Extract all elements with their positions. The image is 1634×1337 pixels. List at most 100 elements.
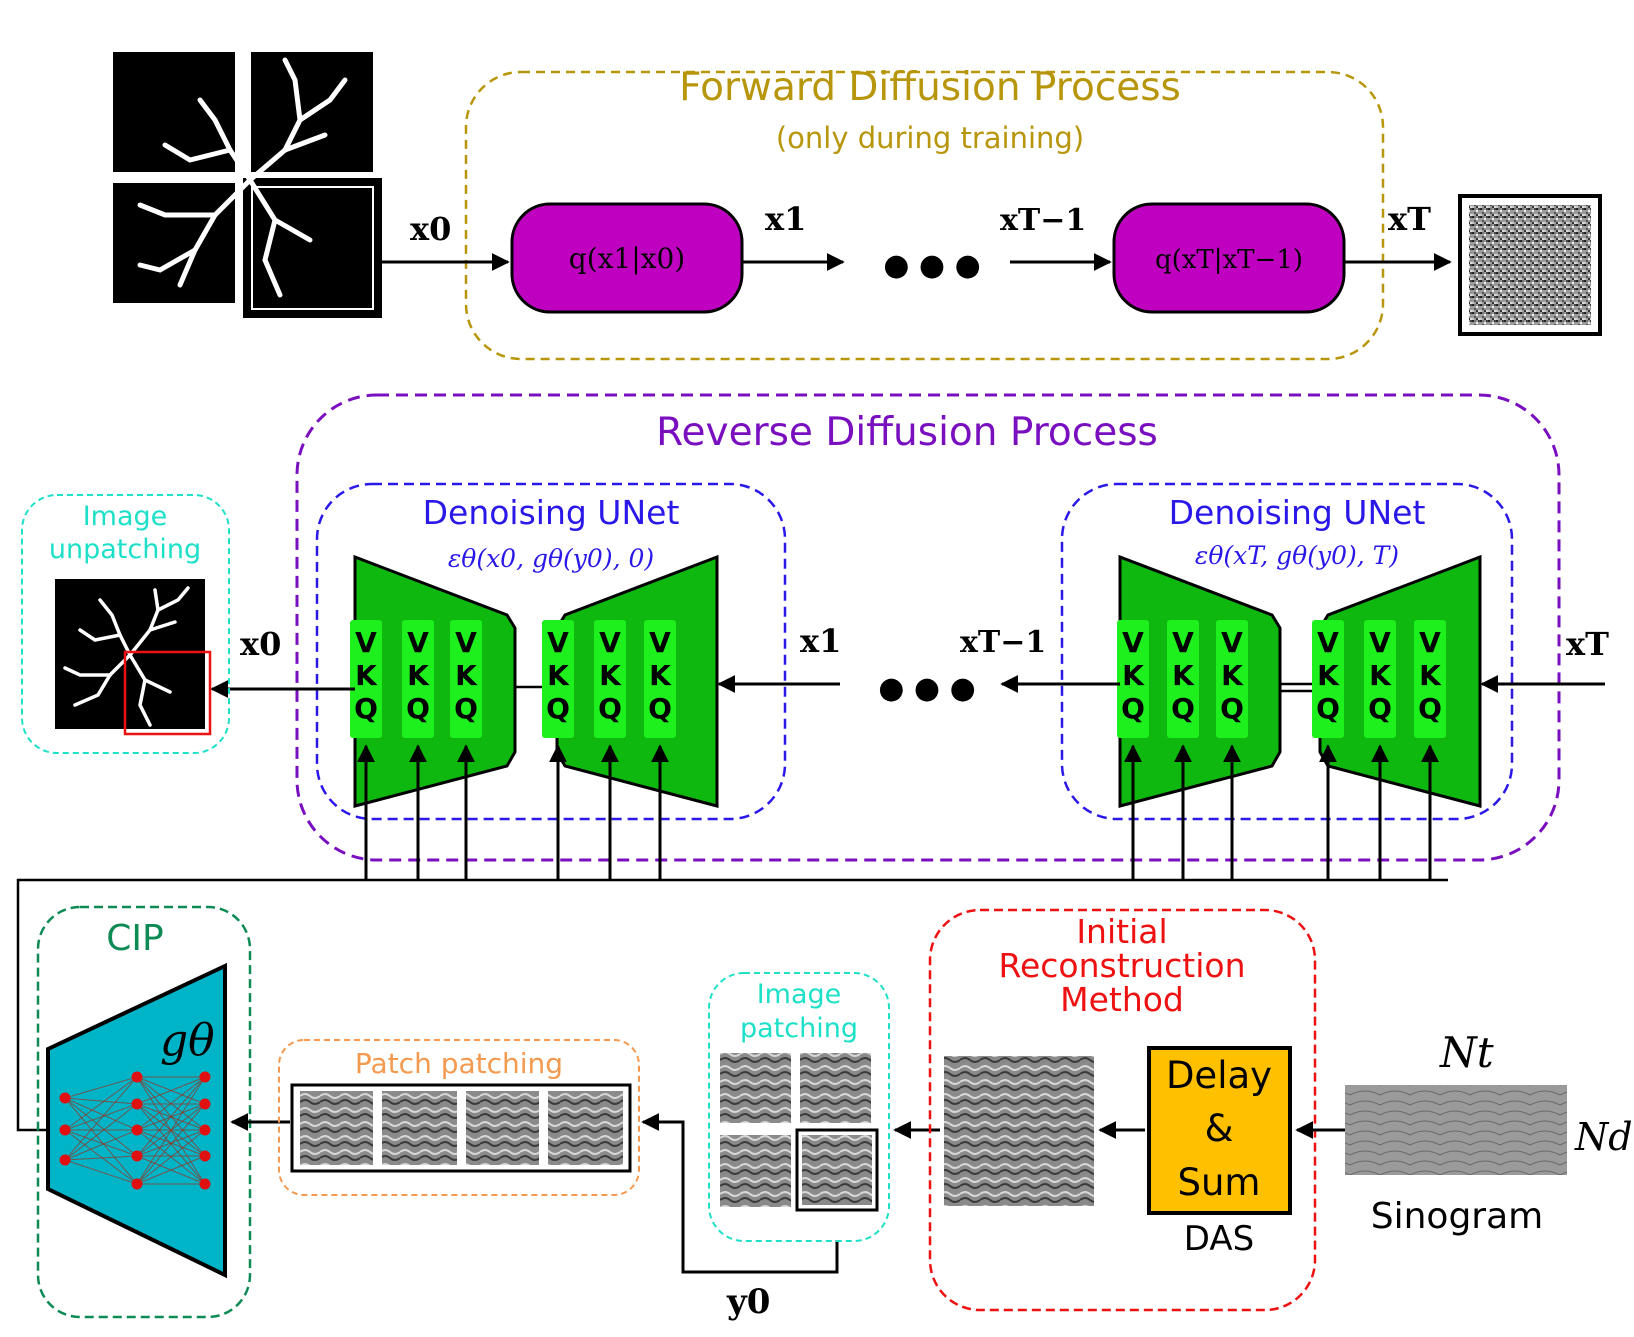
unpatching-label-line1: Image bbox=[83, 501, 168, 532]
das-caption: DAS bbox=[1184, 1219, 1254, 1259]
attention-letter-k: K bbox=[407, 659, 430, 692]
network-node bbox=[199, 1098, 211, 1110]
forward-input-image bbox=[113, 52, 382, 318]
attention-letter-k: K bbox=[547, 659, 570, 692]
network-edge bbox=[136, 1155, 206, 1185]
reverse-xT1-label: xT−1 bbox=[960, 625, 1046, 660]
patch-patching-title: Patch patching bbox=[355, 1047, 563, 1080]
network-node bbox=[199, 1150, 211, 1162]
network-node bbox=[199, 1178, 211, 1190]
cip-container bbox=[36, 905, 252, 1319]
unet-right-formula: εθ(xT, gθ(y0), T) bbox=[1195, 541, 1399, 570]
noise-image bbox=[1458, 194, 1602, 336]
network-edge bbox=[136, 1076, 206, 1131]
recon-image bbox=[944, 1056, 1094, 1206]
patched-image bbox=[720, 1053, 879, 1212]
cip-title: CIP bbox=[106, 918, 163, 959]
network-edge bbox=[64, 1097, 138, 1131]
attention-letter-q: Q bbox=[454, 692, 478, 725]
unpatching-label-line2: unpatching bbox=[49, 534, 201, 565]
y0-label: y0 bbox=[726, 1282, 770, 1322]
network-edge bbox=[64, 1129, 138, 1185]
qT-formula: q(xT|xT−1) bbox=[1155, 245, 1303, 275]
attention-letter-v: V bbox=[1122, 626, 1144, 659]
attention-block: VKQ bbox=[1364, 620, 1396, 738]
attention-letter-q: Q bbox=[1316, 692, 1340, 725]
network-edge bbox=[136, 1129, 206, 1185]
attention-letter-q: Q bbox=[648, 692, 672, 725]
das-line2: & bbox=[1205, 1107, 1234, 1150]
network-node bbox=[199, 1071, 211, 1083]
patch-patching-container bbox=[278, 1039, 640, 1196]
attention-letter-k: K bbox=[1221, 659, 1244, 692]
attention-letter-v: V bbox=[547, 626, 569, 659]
reverse-title: Reverse Diffusion Process bbox=[656, 410, 1158, 455]
attention-block: VKQ bbox=[542, 620, 574, 738]
attention-letter-v: V bbox=[649, 626, 671, 659]
forward-subtitle: (only during training) bbox=[776, 121, 1084, 155]
network-edge bbox=[64, 1103, 138, 1161]
q1-formula: q(x1|x0) bbox=[569, 242, 685, 275]
unet-right-title: Denoising UNet bbox=[1169, 493, 1426, 532]
network-edge bbox=[64, 1129, 138, 1157]
attention-letter-k: K bbox=[455, 659, 478, 692]
attention-letter-k: K bbox=[1369, 659, 1392, 692]
attention-block: VKQ bbox=[1167, 620, 1199, 738]
forward-x1-label: x1 bbox=[765, 200, 806, 238]
unet-right-container bbox=[1060, 482, 1514, 821]
sinogram-nt: Nt bbox=[1439, 1028, 1494, 1077]
cip-encoder bbox=[46, 962, 227, 1279]
network-edge bbox=[64, 1159, 138, 1185]
network-edge bbox=[64, 1097, 138, 1105]
recon-title-line2: Reconstruction bbox=[999, 946, 1246, 985]
attention-letter-k: K bbox=[1317, 659, 1340, 692]
reverse-ellipsis: ● ● ● bbox=[878, 671, 976, 706]
sinogram-image bbox=[1345, 1085, 1567, 1175]
unet-right-encoder bbox=[1118, 554, 1282, 808]
network-edge bbox=[64, 1097, 138, 1157]
unet-left-decoder bbox=[555, 554, 719, 808]
unet-left-container bbox=[315, 482, 787, 821]
network-edge bbox=[136, 1076, 206, 1157]
attention-letter-k: K bbox=[1122, 659, 1145, 692]
attention-letter-q: Q bbox=[598, 692, 622, 725]
forward-ellipsis: ● ● ● bbox=[883, 248, 981, 283]
network-node bbox=[131, 1071, 143, 1083]
attention-letter-k: K bbox=[1419, 659, 1442, 692]
forward-diffusion-container bbox=[464, 70, 1385, 361]
recon-title-line1: Initial bbox=[1076, 912, 1167, 951]
unpatched-image bbox=[55, 579, 212, 736]
attention-letter-q: Q bbox=[1121, 692, 1145, 725]
network-edge bbox=[64, 1129, 138, 1161]
network-edge bbox=[64, 1097, 138, 1185]
attention-block: VKQ bbox=[594, 620, 626, 738]
forward-xT-label: xT bbox=[1388, 200, 1431, 238]
attention-letter-v: V bbox=[355, 626, 377, 659]
network-node bbox=[59, 1124, 71, 1136]
attention-block: VKQ bbox=[1117, 620, 1149, 738]
patching-label-line1: Image bbox=[757, 979, 842, 1010]
attention-block: VKQ bbox=[1312, 620, 1344, 738]
attention-letter-k: K bbox=[1172, 659, 1195, 692]
reverse-diffusion-container bbox=[295, 393, 1561, 862]
network-node bbox=[131, 1124, 143, 1136]
network-node bbox=[59, 1092, 71, 1104]
das-block bbox=[1147, 1046, 1292, 1215]
network-edge bbox=[64, 1076, 138, 1131]
attention-letter-q: Q bbox=[1368, 692, 1392, 725]
recon-container bbox=[928, 908, 1317, 1312]
unpatching-container bbox=[21, 494, 230, 754]
recon-title-line3: Method bbox=[1060, 980, 1184, 1019]
network-node bbox=[131, 1098, 143, 1110]
reverse-xT-label: xT bbox=[1566, 625, 1609, 663]
attention-letter-q: Q bbox=[354, 692, 378, 725]
vessel-tree bbox=[137, 57, 348, 298]
network-node bbox=[131, 1150, 143, 1162]
unet-left-title: Denoising UNet bbox=[423, 493, 680, 532]
das-line3: Sum bbox=[1178, 1161, 1261, 1204]
attention-block: VKQ bbox=[644, 620, 676, 738]
patching-container bbox=[708, 972, 890, 1242]
reverse-x1-label: x1 bbox=[800, 622, 841, 660]
cip-g-label: gθ bbox=[160, 1015, 215, 1066]
attention-letter-q: Q bbox=[406, 692, 430, 725]
